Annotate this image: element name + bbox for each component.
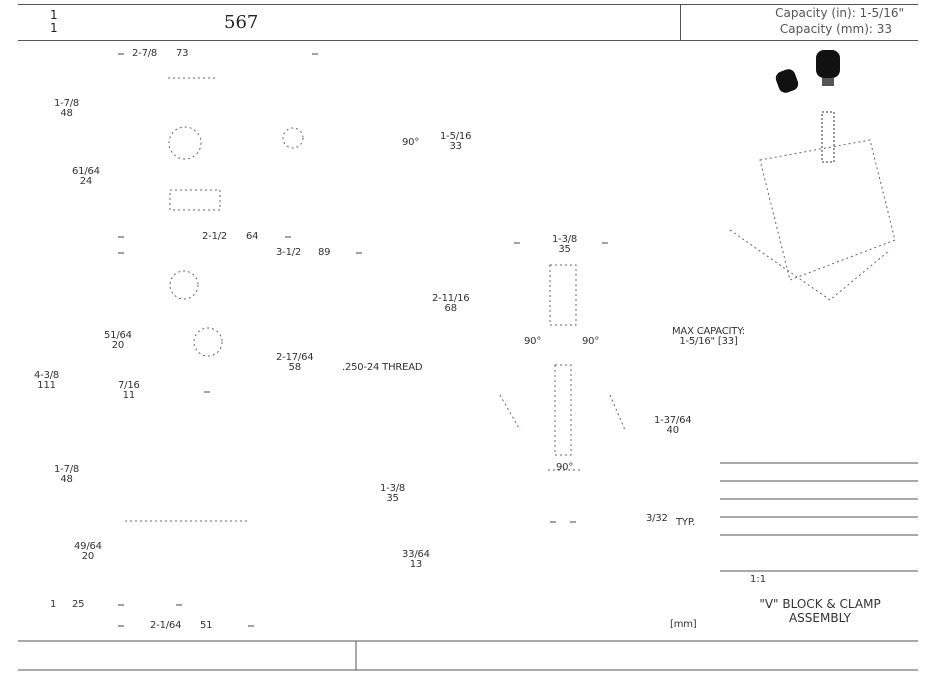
clamp-knob-side — [549, 264, 577, 326]
header-top-border — [18, 4, 918, 5]
dim-64: 64 — [246, 231, 259, 242]
dim-3-32: 3/32 — [646, 513, 668, 524]
header-qty: 1 1 — [50, 9, 58, 35]
header-bottom-border — [18, 40, 918, 41]
qty-top: 1 — [50, 8, 58, 22]
max-capacity-note: MAX CAPACITY:1-5/16" [33] — [672, 326, 745, 347]
drawing-title-line1: "V" BLOCK & CLAMP — [759, 597, 881, 611]
thread-callout: .250-24 THREAD — [342, 362, 423, 373]
dim-angle-right: 90° — [582, 336, 600, 347]
dim-2-1-2: 2-1/2 — [202, 231, 228, 242]
capacity-in: Capacity (in): 1-5/16" — [775, 6, 904, 20]
iso-outline — [759, 139, 896, 281]
dim-25: 25 — [72, 599, 85, 610]
units-note: [mm] — [670, 619, 697, 630]
drawing-title: "V" BLOCK & CLAMP ASSEMBLY — [740, 597, 900, 625]
typ-note: TYP. — [676, 517, 696, 528]
iso-side-knob — [775, 69, 799, 93]
iso-clamp-knob — [816, 50, 840, 163]
scale-label: 1:1 — [750, 574, 767, 585]
dim-1: 1 — [50, 599, 57, 610]
dim-89: 89 — [318, 247, 331, 258]
dim-3-1-2: 3-1/2 — [276, 247, 302, 258]
capacity-mm: Capacity (mm): 33 — [779, 22, 892, 36]
knob-circle — [169, 270, 199, 300]
clamp-screw — [554, 364, 572, 456]
dim-overall-width-mm: 73 — [176, 48, 189, 59]
part-number: 567 — [224, 12, 259, 33]
dim-angle-left: 90° — [524, 336, 542, 347]
pin-circle-top — [282, 127, 304, 149]
dim-51: 51 — [200, 620, 213, 631]
block-base-top — [169, 189, 221, 211]
dim-2-1-64: 2-1/64 — [150, 620, 182, 631]
dim-angle-bottom: 90° — [556, 462, 574, 473]
drawing-title-line2: ASSEMBLY — [788, 611, 852, 625]
jaw-circle-top — [168, 126, 202, 160]
jaw-circle-mid — [193, 327, 223, 357]
dim-overall-width: 2-7/8 — [132, 48, 158, 59]
qty-bottom: 1 — [50, 21, 58, 35]
header-divider — [680, 4, 681, 40]
dim-angle-top: 90° — [402, 137, 420, 148]
